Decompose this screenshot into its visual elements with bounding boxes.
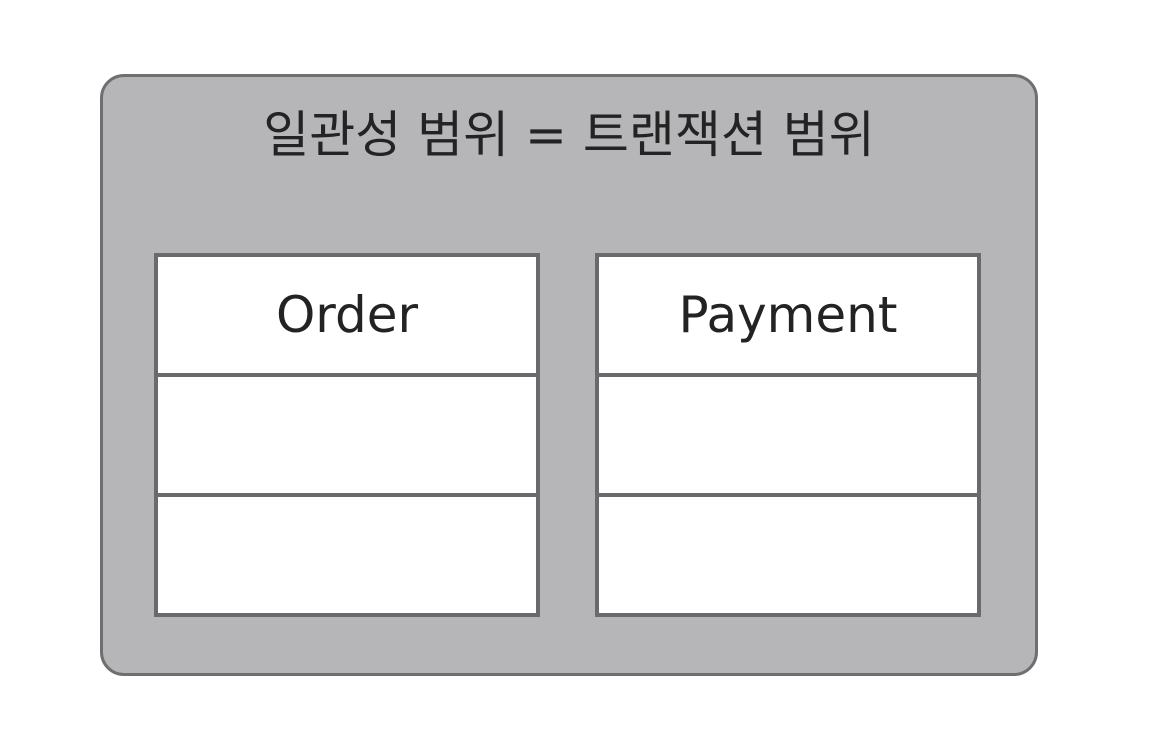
entity-order: Order <box>154 253 540 617</box>
entity-order-row-3 <box>158 493 536 613</box>
scope-title: 일관성 범위 = 트랜잭션 범위 <box>263 106 875 164</box>
entity-payment: Payment <box>595 253 981 617</box>
consistency-scope-container: 일관성 범위 = 트랜잭션 범위 Order Payment <box>100 74 1038 676</box>
entity-payment-header: Payment <box>599 257 977 373</box>
entity-payment-row-3 <box>599 493 977 613</box>
entity-payment-row-2 <box>599 373 977 493</box>
entity-order-name: Order <box>275 286 419 344</box>
entity-payment-name: Payment <box>678 286 898 344</box>
entity-order-header: Order <box>158 257 536 373</box>
entity-order-row-2 <box>158 373 536 493</box>
